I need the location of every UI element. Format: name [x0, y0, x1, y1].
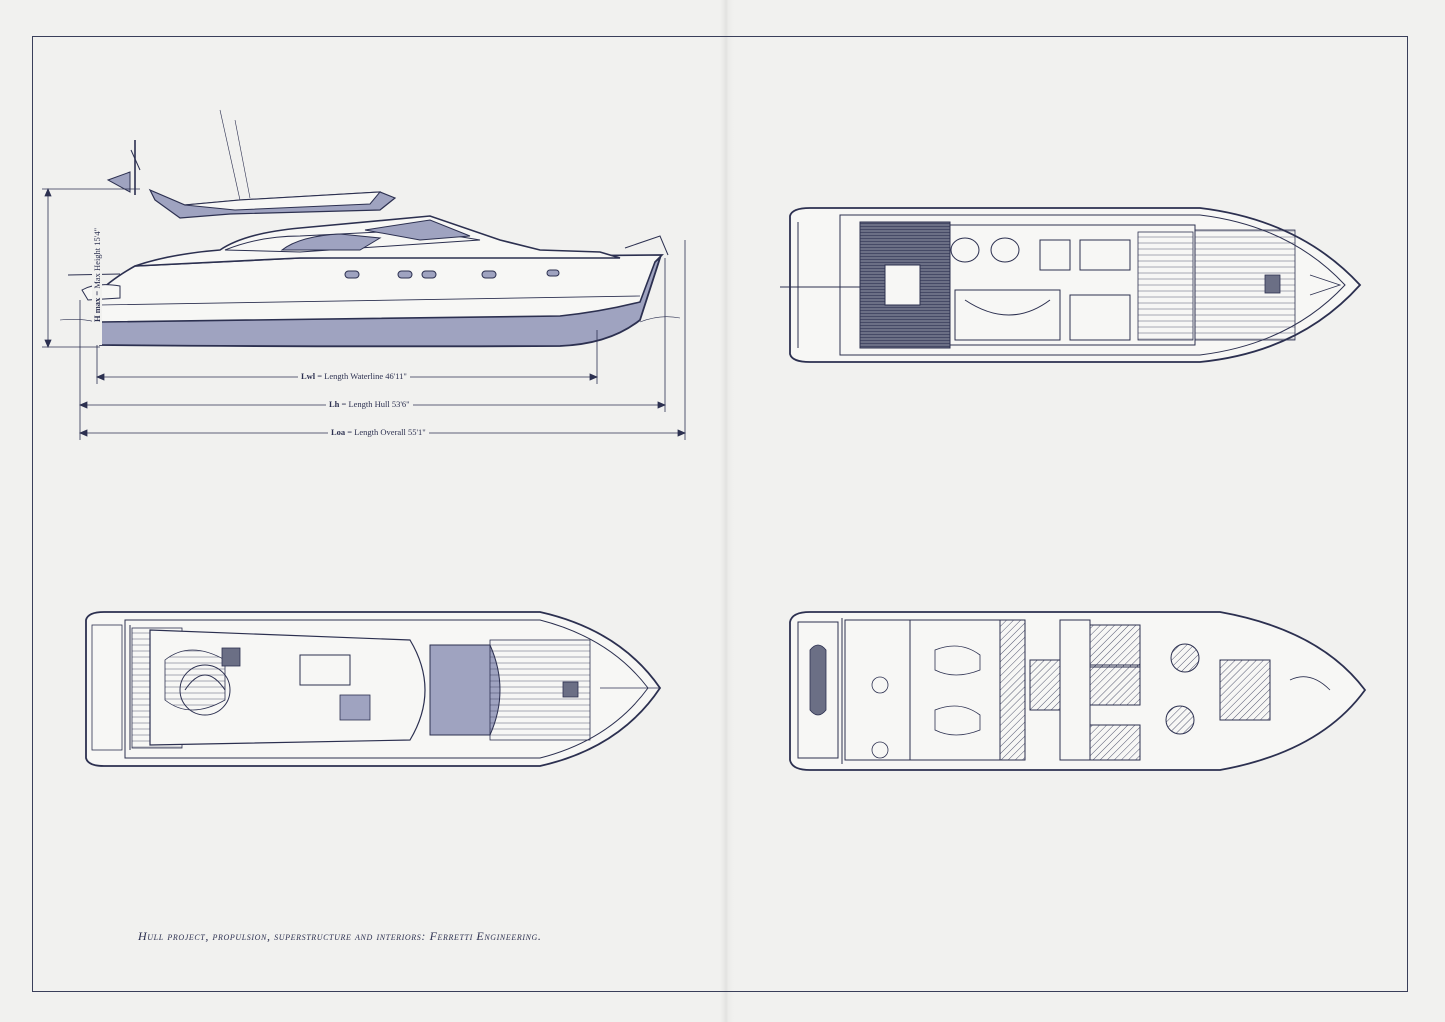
overall-length-label: Loa = Length Overall 55'1" — [328, 427, 429, 437]
waterline-label: Lwl = Length Waterline 46'11" — [298, 371, 410, 381]
main-window — [280, 233, 382, 251]
lower-deck-plan — [789, 611, 1367, 771]
main-deck-plan — [780, 207, 1362, 363]
engineering-caption: Hull project, propulsion, superstructure… — [138, 929, 542, 943]
page-frame — [32, 36, 1408, 992]
page-fold — [720, 0, 734, 1022]
hull-bottom — [94, 255, 662, 348]
hull-length-label: Lh = Length Hull 53'6" — [326, 399, 413, 409]
flybridge-plan — [85, 611, 662, 767]
